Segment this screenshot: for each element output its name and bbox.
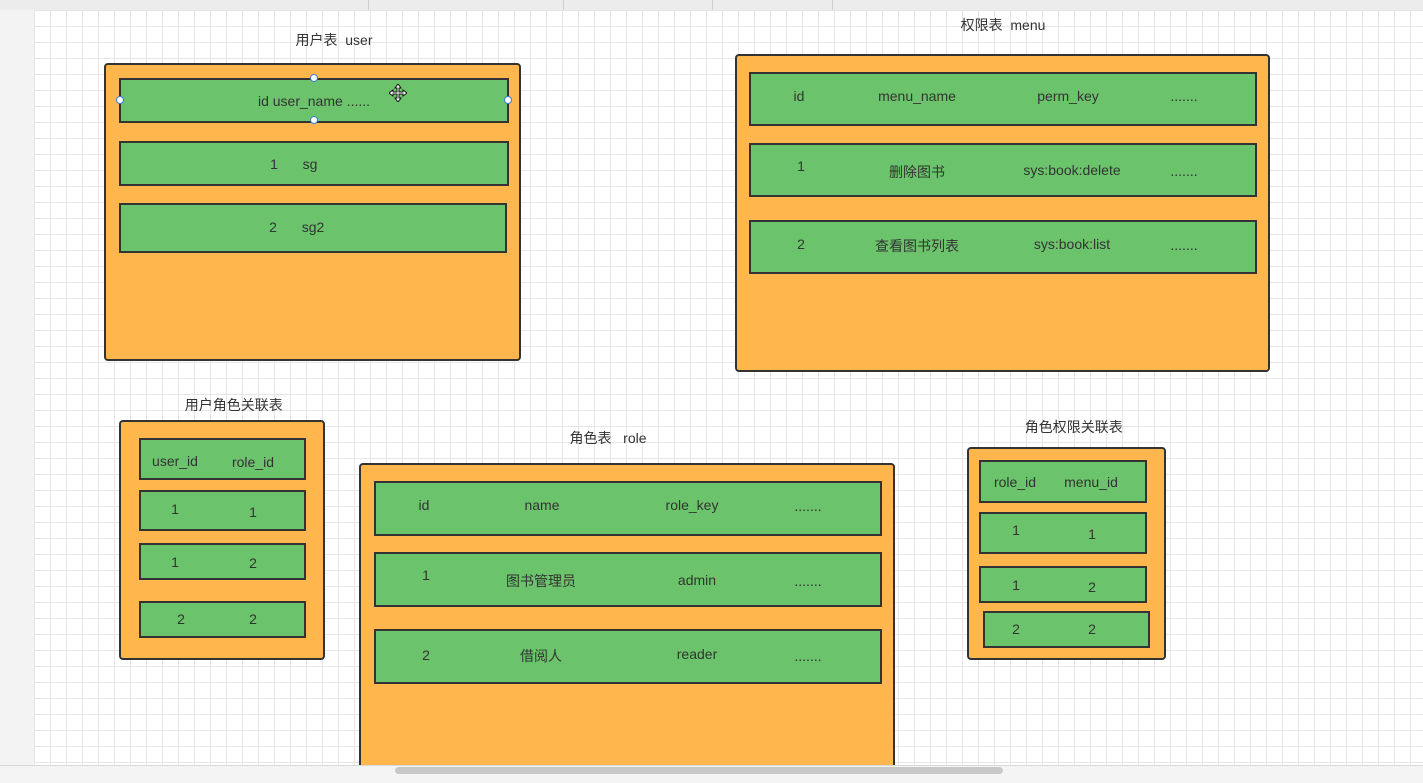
role-cell-name: 图书管理员 (506, 573, 576, 589)
user-role-title-line1: 用户角色关联表 (184, 397, 283, 413)
menu-header-row[interactable]: id menu_name perm_key ....... (749, 72, 1257, 126)
user-role-cell-role-id: 2 (249, 555, 257, 571)
user-cell-name: sg (302, 156, 318, 172)
move-cursor-icon (389, 84, 407, 102)
user-cell-id: 1 (270, 156, 278, 172)
role-menu-row-2[interactable]: 1 2 (979, 566, 1147, 603)
diagram-canvas[interactable]: 用户表 user id user_name ...... 1 sg 2 sg 2 … (34, 10, 1423, 765)
menu-cell-perm: sys:book:delete (1023, 162, 1121, 178)
user-row-2[interactable]: 2 sg2 (119, 203, 507, 253)
selection-handle-icon[interactable] (504, 96, 512, 104)
role-menu-cell-role-id: role_id (993, 474, 1037, 490)
role-row-2[interactable]: 2 借阅人 reader ....... (374, 629, 882, 684)
role-cell-key: admin (677, 572, 717, 588)
user-table-title: 用户表 user (295, 32, 373, 48)
user-role-row-3[interactable]: 2 2 (139, 601, 306, 638)
role-cell-id: 2 (422, 647, 430, 663)
selection-handle-icon[interactable] (310, 116, 318, 124)
role-cell-name: name (524, 497, 560, 513)
menu-cell-name: menu_name (878, 88, 956, 104)
menu-cell-more: ....... (1170, 163, 1198, 179)
role-menu-cell-menu-id: 1 (1088, 526, 1096, 542)
menu-cell-name: 查看图书列表 (875, 238, 959, 254)
role-menu-title-line1: 角色权限关联表 (1024, 419, 1123, 435)
role-menu-cell-role-id: 1 (1012, 577, 1020, 593)
menu-cell-more: ....... (1170, 88, 1198, 104)
role-cell-id: 1 (422, 567, 430, 583)
role-menu-cell-role-id: 2 (1012, 621, 1020, 637)
role-cell-name: 借阅人 (520, 648, 562, 664)
user-role-cell-user-id: 1 (171, 501, 179, 517)
user-role-cell-role-id: role_id (231, 454, 275, 470)
user-cell-id: 2 (269, 219, 277, 235)
user-role-cell-user-id: user_id (152, 453, 198, 469)
role-menu-cell-menu-id: menu_id (1064, 474, 1118, 490)
menu-cell-perm: sys:book:list (1033, 236, 1111, 252)
user-row-1[interactable]: 1 sg (119, 141, 509, 186)
menu-cell-id: 2 (797, 236, 805, 252)
selection-handle-icon[interactable] (116, 96, 124, 104)
user-role-cell-user-id: 2 (177, 611, 185, 627)
role-menu-row-3[interactable]: 2 2 (983, 611, 1150, 648)
role-cell-more: ....... (794, 648, 822, 664)
role-cell-key: reader (676, 646, 718, 662)
menu-cell-more: ....... (1170, 237, 1198, 253)
role-row-1[interactable]: 1 图书管理员 admin ....... (374, 552, 882, 607)
menu-cell-perm: perm_key (1037, 88, 1099, 104)
horizontal-scrollbar[interactable] (395, 767, 1003, 774)
user-role-row-1[interactable]: 1 1 (139, 490, 306, 531)
role-menu-cell-menu-id: 2 (1088, 579, 1096, 595)
role-header-row[interactable]: id name role_key ....... (374, 481, 882, 536)
role-menu-row-1[interactable]: 1 1 (979, 512, 1147, 554)
role-cell-more: ....... (794, 573, 822, 589)
user-role-cell-role-id: 2 (249, 611, 257, 627)
menu-table-title: 权限表 menu (960, 17, 1046, 33)
user-role-row-2[interactable]: 1 2 (139, 543, 306, 580)
role-menu-cell-menu-id: 2 (1088, 621, 1096, 637)
menu-row-2[interactable]: 2 查看图书列表 sys:book:list ....... (749, 220, 1257, 274)
user-role-cell-role-id: 1 (249, 504, 257, 520)
left-gutter (0, 10, 34, 765)
role-cell-key: role_key (665, 497, 719, 513)
menu-cell-id: id (793, 88, 805, 104)
user-role-cell-user-id: 1 (171, 554, 179, 570)
user-cell-name: sg2 (301, 219, 325, 235)
user-role-header-row[interactable]: user_id role_id (139, 438, 306, 480)
menu-row-1[interactable]: 1 删除图书 sys:book:delete ....... (749, 143, 1257, 197)
role-cell-id: id (418, 497, 430, 513)
role-cell-more: ....... (794, 498, 822, 514)
role-menu-header-row[interactable]: role_id menu_id (979, 460, 1147, 503)
menu-cell-id: 1 (797, 158, 805, 174)
role-menu-cell-role-id: 1 (1012, 522, 1020, 538)
selection-handle-icon[interactable] (310, 74, 318, 82)
role-table-title: 角色表 role (569, 430, 647, 446)
menu-cell-name: 删除图书 (889, 164, 945, 180)
user-header-cell: id user_name ...... (257, 93, 371, 109)
bottom-scroll-track (0, 765, 1423, 783)
